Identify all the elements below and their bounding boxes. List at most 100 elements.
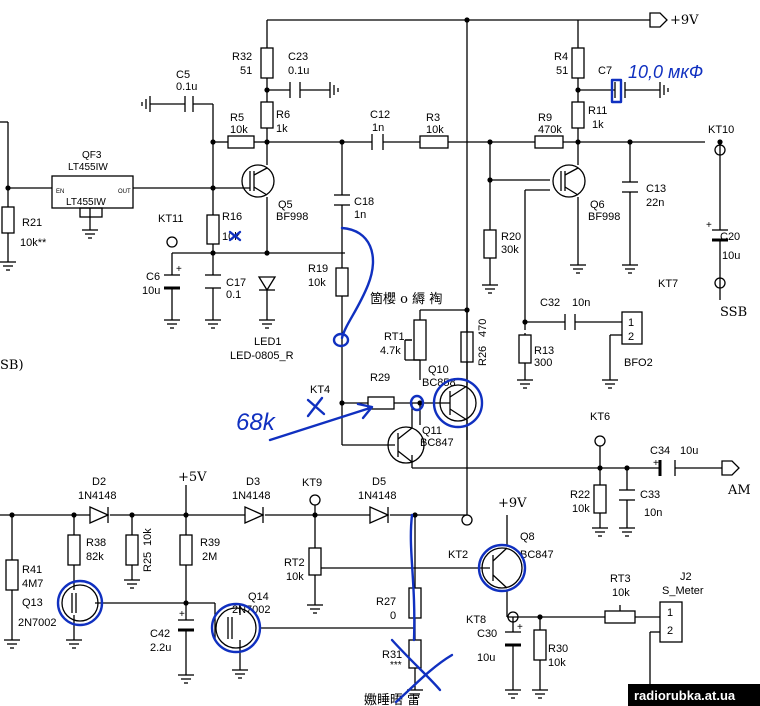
- led1-part: LED-0805_R: [230, 350, 294, 362]
- grounds: [0, 82, 669, 699]
- rail-flag: [649, 12, 668, 28]
- r26-val: 470: [477, 319, 489, 337]
- kt4-cross-mark: [306, 396, 326, 418]
- r25-val: 10k: [142, 528, 154, 546]
- c18-ref: C18: [354, 196, 374, 208]
- r39-ref: R39: [200, 537, 220, 549]
- r29-note: 68k: [236, 409, 277, 436]
- c32-ref: C32: [540, 297, 560, 309]
- rt1-body: [413, 319, 427, 361]
- kt2-ref: KT2: [448, 549, 468, 561]
- c20-ref: C20: [720, 231, 740, 243]
- r22-body: [593, 484, 607, 514]
- c7-ref: C7: [598, 65, 612, 77]
- r9-body: [534, 135, 564, 149]
- q13-symbol: [61, 584, 99, 622]
- kt11-ref: KT11: [158, 213, 183, 225]
- c30-ref: C30: [477, 628, 497, 640]
- r21-ref: R21: [22, 217, 42, 229]
- svg-text:+: +: [179, 609, 185, 620]
- r29-node-mark: [409, 394, 425, 412]
- r25-body: [125, 534, 139, 566]
- r19-curve: [340, 226, 375, 340]
- q6-symbol: [552, 164, 586, 198]
- capacitors: [164, 82, 728, 647]
- kt9-ref: KT9: [302, 477, 322, 489]
- r16-ref: R16: [222, 211, 242, 223]
- svg-text:+: +: [653, 458, 659, 469]
- left-edge-fragment: SB): [0, 358, 24, 373]
- watermark-bg: [628, 684, 760, 706]
- c12-ref: C12: [370, 109, 390, 121]
- qf3-ic: [51, 175, 134, 218]
- c13-val: 22n: [646, 197, 664, 209]
- q10-circle: [432, 377, 484, 429]
- j2-pin1: 1: [667, 607, 673, 619]
- garbled-top-text: 箇櫻 o 縟 裪: [370, 291, 442, 307]
- c12-val: 1n: [372, 122, 384, 134]
- watermark: radiorubka.at.ua: [634, 688, 736, 703]
- r29-body: [367, 396, 395, 410]
- c42-ref: C42: [150, 628, 170, 640]
- j2-pin2: 2: [667, 625, 673, 637]
- q8-circle: [477, 543, 527, 593]
- plus5-label: +5V: [178, 470, 207, 485]
- r31-ref: R31: [382, 649, 402, 661]
- plus9b-label: +9V: [498, 496, 527, 511]
- r29-ref: R29: [370, 372, 390, 384]
- q14-ref: Q14: [248, 591, 269, 603]
- trimmer-wipers: [321, 339, 621, 611]
- r9-ref: R9: [538, 112, 552, 124]
- c6-val: 10u: [142, 285, 160, 297]
- r31-val: ***: [390, 660, 402, 671]
- r38-ref: R38: [86, 537, 106, 549]
- c13-ref: C13: [646, 183, 666, 195]
- r38-val: 82k: [86, 551, 104, 563]
- r32-ref: R32: [232, 51, 252, 63]
- r41-ref: R41: [22, 564, 42, 576]
- c34-val: 10u: [680, 445, 698, 457]
- rt2-body: [308, 547, 322, 576]
- r30-body: [533, 629, 547, 661]
- q8-ref: Q8: [520, 531, 535, 543]
- r27-ref: R27: [376, 596, 396, 608]
- rt3-ref: RT3: [610, 573, 631, 585]
- q10-ref: Q10: [428, 364, 449, 376]
- polarity-marks: + + + + +: [176, 220, 712, 633]
- r16-cross-mark: [228, 230, 242, 242]
- r39-val: 2M: [202, 551, 217, 563]
- q14-circle: [210, 602, 262, 654]
- q11-symbol: [387, 403, 425, 464]
- test-points: [166, 144, 726, 623]
- q8-symbol: [481, 547, 523, 589]
- r16-body: [206, 214, 220, 245]
- r21-val: 10k**: [20, 237, 47, 249]
- c5-val: 0.1u: [176, 81, 197, 93]
- c6-ref: C6: [146, 271, 160, 283]
- c17-ref: C17: [226, 277, 246, 289]
- r26-ref: R26: [477, 346, 489, 366]
- r22-ref: R22: [570, 489, 590, 501]
- rt3-body: [604, 610, 636, 624]
- q5-part: BF998: [276, 211, 308, 223]
- c5-ref: C5: [176, 69, 190, 81]
- d5-ref: D5: [372, 476, 386, 488]
- labels: +9V QF3 LT455IW LT455IW EN OUT R21 10k**…: [0, 13, 751, 706]
- c7-mark: [610, 78, 623, 104]
- kt4-ref: KT4: [310, 384, 330, 396]
- svg-text:+: +: [176, 264, 182, 275]
- r5-body: [227, 135, 255, 149]
- r31-cross-mark: [390, 638, 454, 704]
- r11-val: 1k: [592, 119, 604, 131]
- rt1-val: 4.7k: [380, 345, 401, 357]
- r27-bridge-line: [409, 513, 416, 642]
- r26-body: [460, 331, 474, 363]
- led1-symbol: [257, 276, 277, 292]
- d5-part: 1N4148: [358, 490, 397, 502]
- r9-val: 470k: [538, 124, 562, 136]
- c18-val: 1n: [354, 209, 366, 221]
- r13-body: [518, 334, 532, 364]
- ssb-label: SSB: [720, 305, 747, 320]
- q10-symbol: [439, 384, 477, 422]
- q11-part: BC847: [420, 437, 454, 449]
